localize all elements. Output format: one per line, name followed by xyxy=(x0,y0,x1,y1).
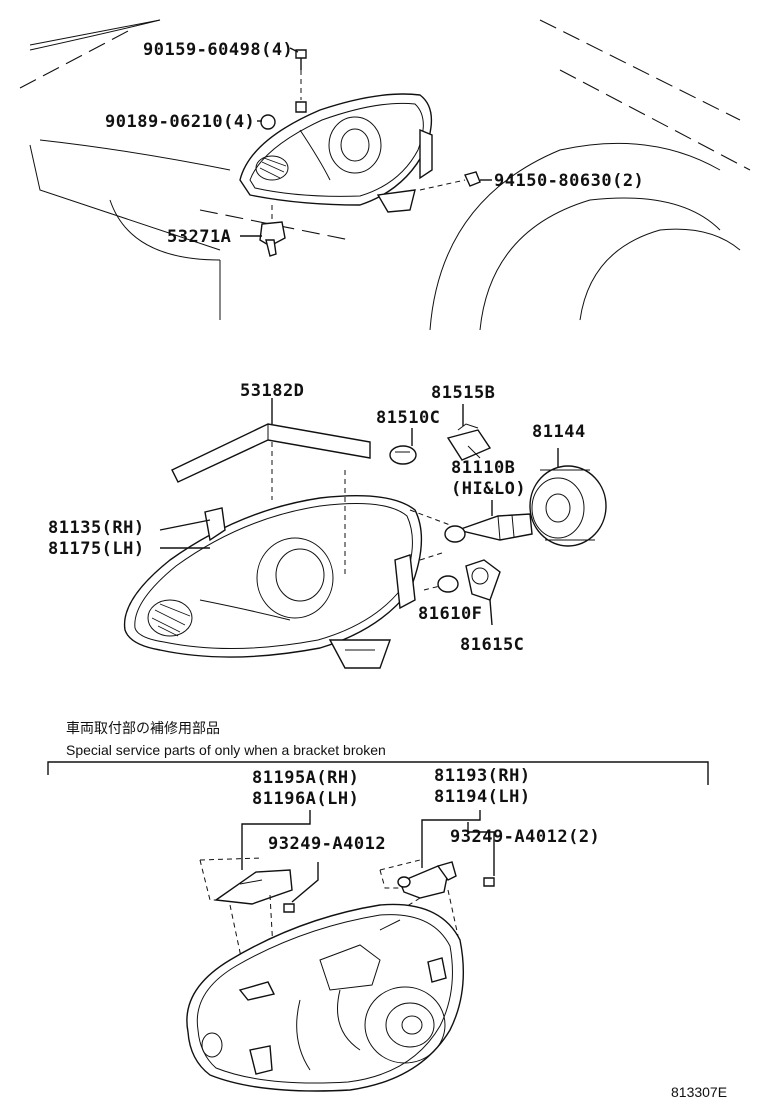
label-seal-53182d: 53182D xyxy=(240,381,304,401)
headlamp-rear-view xyxy=(186,903,464,1092)
label-bulb-hilo: (HI&LO) xyxy=(451,479,526,499)
label-socket-81515b: 81515B xyxy=(431,383,495,403)
label-bulb-81610f: 81610F xyxy=(418,604,482,624)
label-cap-81144: 81144 xyxy=(532,422,586,442)
label-headlamp-rh: 81135(RH) xyxy=(48,518,145,538)
bulb-81610f xyxy=(437,575,459,593)
label-headlamp-lh: 81175(LH) xyxy=(48,539,145,559)
nut-94150 xyxy=(419,171,481,191)
label-screw-93249-2: 93249-A4012(2) xyxy=(450,827,600,847)
figure-id: 813307E xyxy=(671,1084,727,1100)
seal-strip-53182d xyxy=(171,423,371,483)
note-english: Special service parts of only when a bra… xyxy=(66,742,386,758)
label-bracket-81195a: 81195A(RH) xyxy=(252,768,359,788)
service-bracket-right xyxy=(379,859,495,946)
label-nut-94150: 94150-80630(2) xyxy=(494,171,644,191)
label-screw-93249: 93249-A4012 xyxy=(268,834,386,854)
label-socket-81615c: 81615C xyxy=(460,635,524,655)
headlamp-installed xyxy=(239,93,433,213)
label-nut-90189: 90189-06210(4) xyxy=(105,112,255,132)
label-bracket-81194: 81194(LH) xyxy=(434,787,531,807)
car-body-outline xyxy=(19,19,751,331)
label-bracket-81196a: 81196A(LH) xyxy=(252,789,359,809)
label-bulb-81510c: 81510C xyxy=(376,408,440,428)
headlamp-unit-81135 xyxy=(123,495,423,669)
label-bolt-90159: 90159-60498(4) xyxy=(143,40,293,60)
bolt-90159 xyxy=(295,49,307,100)
bracket-53271a xyxy=(259,205,286,257)
bulb-81510c xyxy=(389,445,417,465)
cap-81144 xyxy=(529,465,607,547)
label-bulb-81110b: 81110B xyxy=(451,458,515,478)
socket-81615c xyxy=(465,559,501,626)
nut-90189 xyxy=(260,101,307,130)
socket-81515b xyxy=(446,423,492,461)
bulb-81110b xyxy=(444,500,533,543)
label-bracket-81193: 81193(RH) xyxy=(434,766,531,786)
note-japanese: 車両取付部の補修用部品 xyxy=(66,720,220,736)
label-bracket-53271a: 53271A xyxy=(167,227,231,247)
service-bracket-frame xyxy=(47,761,709,785)
